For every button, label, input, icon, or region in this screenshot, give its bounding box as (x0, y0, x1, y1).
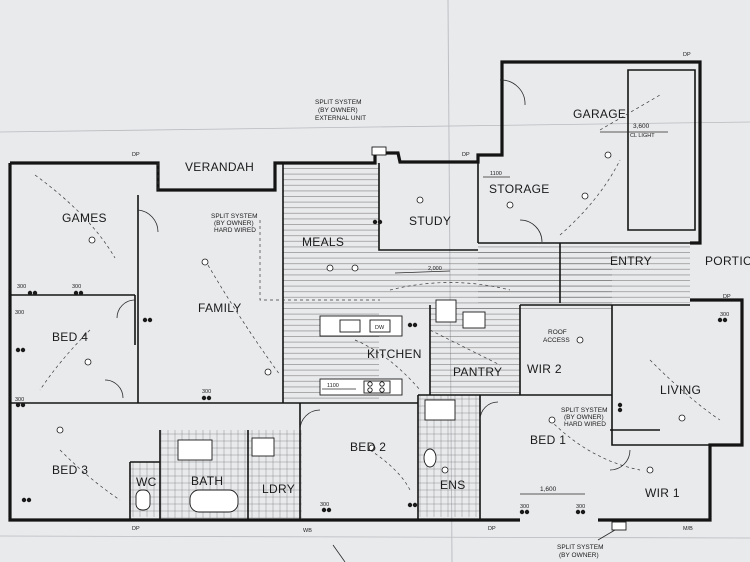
note-dp: DP (132, 152, 140, 158)
note-split-wired-bed1: HARD WIRED (564, 421, 606, 428)
dim-meals: 2,000 (428, 266, 442, 272)
room-label-family: FAMILY (198, 301, 242, 315)
note-dp: DP (132, 526, 140, 532)
note-dp: DP (462, 152, 470, 158)
note-split-bottom: SPLIT SYSTEM (557, 544, 603, 551)
note-height: 300 (202, 389, 211, 395)
room-label-garage: GARAGE (573, 107, 626, 121)
room-label-bed3: BED 3 (52, 463, 88, 477)
note-split-external: SPLIT SYSTEM (315, 99, 361, 106)
note-split-wired-bed1: (BY OWNER) (564, 414, 604, 421)
ens-toilet (423, 448, 437, 468)
room-label-verandah: VERANDAH (185, 160, 254, 174)
note-roof-access: ACCESS (543, 337, 570, 344)
room-label-bed1: BED 1 (530, 433, 566, 447)
wc-pan (135, 489, 151, 511)
note-height: 300 (720, 312, 729, 318)
ldry-tub (251, 437, 275, 457)
note-split-bottom: (BY OWNER) (559, 552, 599, 559)
note-split-wired: (BY OWNER) (214, 220, 254, 227)
ceiling-lights (56, 151, 686, 474)
room-label-living: LIVING (660, 383, 701, 397)
note-mb: M/B (683, 526, 693, 532)
note-height: 300 (72, 284, 81, 290)
split-bottom-unit (611, 521, 627, 531)
bath-vanity (177, 439, 213, 461)
room-label-bath: BATH (191, 474, 223, 488)
room-label-storage: STORAGE (489, 182, 550, 196)
split-external-unit (371, 146, 387, 156)
bathtub (189, 489, 239, 513)
dishwasher (369, 319, 391, 333)
note-height: 300 (15, 310, 24, 316)
paper-border (0, 121, 750, 133)
note-split-external: EXTERNAL UNIT (315, 115, 366, 122)
note-height: 300 (17, 284, 26, 290)
room-label-meals: MEALS (302, 235, 344, 249)
note-height: 300 (320, 502, 329, 508)
outer-walls (8, 60, 744, 522)
dim-garage: 3,600 (633, 123, 650, 130)
entry-floorboards (478, 243, 690, 303)
wiring-lines (34, 94, 721, 501)
laundry-sink (462, 311, 486, 329)
dim-storage: 1100 (490, 171, 502, 177)
fridge-space (435, 299, 457, 323)
garage-walls (477, 69, 700, 303)
room-label-bed4: BED 4 (52, 330, 88, 344)
room-label-kitchen: KITCHEN (367, 347, 422, 361)
room-label-ens: ENS (440, 478, 466, 492)
dim-bed1: 1,600 (540, 486, 557, 493)
room-label-bed2: BED 2 (350, 440, 386, 454)
ens-shower (424, 399, 456, 421)
note-height: 300 (576, 504, 585, 510)
dim-kitchen: 1100 (327, 383, 339, 389)
meals-floorboards (283, 163, 379, 403)
note-roof-access: ROOF (548, 329, 567, 336)
note-dw: DW (375, 325, 385, 331)
room-label-ldry: LDRY (262, 482, 295, 496)
paper-border-bottom (0, 535, 750, 539)
note-wb: WB (303, 528, 312, 534)
verandah-outline (157, 163, 380, 301)
room-label-entry: ENTRY (610, 254, 652, 268)
note-split-wired: HARD WIRED (214, 227, 256, 234)
dimension-lines (322, 131, 668, 495)
note-split-external: (BY OWNER) (318, 107, 358, 114)
interior-walls (10, 163, 710, 520)
note-split-wired: SPLIT SYSTEM (211, 213, 257, 220)
note-dp: DP (683, 52, 691, 58)
note-height: 300 (15, 397, 24, 403)
note-dp: DP (488, 526, 496, 532)
note-cl-light: CL LIGHT (630, 133, 655, 139)
note-split-wired-bed1: SPLIT SYSTEM (561, 407, 607, 414)
power-points (15, 219, 728, 515)
room-label-games: GAMES (62, 211, 107, 225)
kitchen-sink (339, 319, 361, 333)
door-swings (104, 79, 631, 471)
room-label-portico: PORTIC (705, 254, 750, 268)
room-label-wir2: WIR 2 (527, 362, 562, 376)
note-dp: DP (723, 294, 731, 300)
room-label-pantry: PANTRY (453, 365, 502, 379)
note-height: 300 (520, 504, 529, 510)
room-label-wc: WC (136, 475, 157, 489)
room-label-study: STUDY (409, 214, 451, 228)
room-label-wir1: WIR 1 (645, 486, 680, 500)
